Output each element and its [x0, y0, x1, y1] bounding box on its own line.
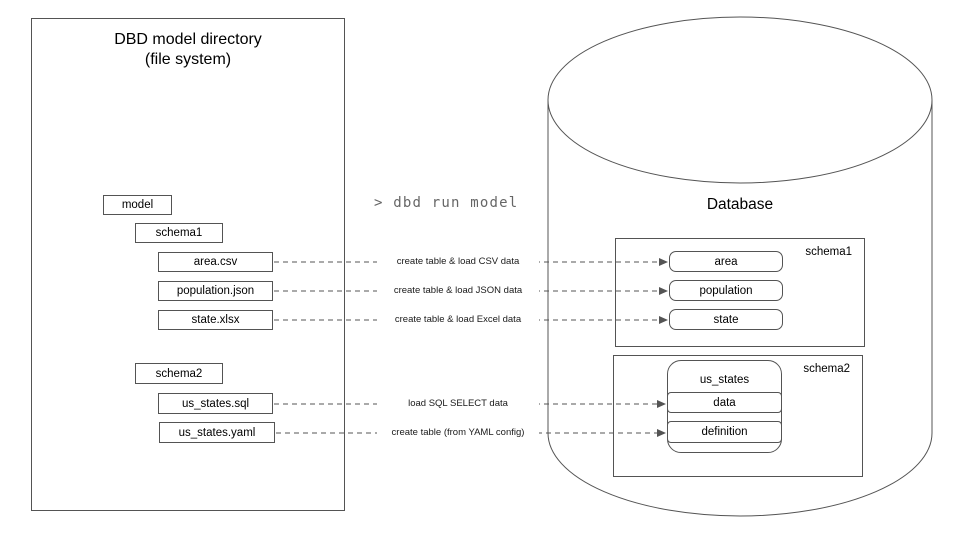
arrowhead-icon — [659, 258, 668, 266]
node-us-states-sql: us_states.sql — [158, 393, 273, 414]
node-us-states-yaml: us_states.yaml — [159, 422, 275, 443]
table-area: area — [669, 251, 783, 272]
arrow-label-yaml: create table (from YAML config) — [377, 426, 539, 440]
model-directory-panel — [31, 18, 345, 511]
table-population: population — [669, 280, 783, 301]
arrow-label-csv: create table & load CSV data — [377, 255, 539, 269]
table-state: state — [669, 309, 783, 330]
table-row-definition: definition — [667, 421, 782, 443]
database-cylinder-top — [547, 16, 933, 184]
database-cylinder-body — [547, 100, 933, 517]
db-schema2-label: schema2 — [803, 363, 850, 375]
db-schema1-container: schema1 — [615, 238, 865, 347]
node-population-json: population.json — [158, 281, 273, 301]
arrow-label-sql: load SQL SELECT data — [377, 397, 539, 411]
arrowhead-icon — [659, 287, 668, 295]
table-row-data: data — [667, 392, 782, 413]
node-area-csv: area.csv — [158, 252, 273, 272]
arrowhead-icon — [659, 316, 668, 324]
database-title: Database — [706, 196, 774, 213]
node-model: model — [103, 195, 172, 215]
table-group-title: us_states — [699, 374, 750, 386]
arrow-label-excel: create table & load Excel data — [377, 313, 539, 327]
panel-title-line2: (file system) — [144, 51, 232, 68]
arrowhead-icon — [657, 400, 666, 408]
command-text: > dbd run model — [374, 195, 519, 211]
db-schema2-container: schema2 — [613, 355, 863, 477]
db-schema1-label: schema1 — [805, 246, 852, 258]
model-directory-title: DBD model directory (file system) — [31, 30, 345, 70]
database-cylinder — [547, 16, 933, 517]
node-schema2: schema2 — [135, 363, 223, 384]
node-schema1: schema1 — [135, 223, 223, 243]
arrow-label-json: create table & load JSON data — [377, 284, 539, 298]
node-state-xlsx: state.xlsx — [158, 310, 273, 330]
arrowhead-icon — [657, 429, 666, 437]
panel-title-line1: DBD model directory — [114, 31, 262, 48]
